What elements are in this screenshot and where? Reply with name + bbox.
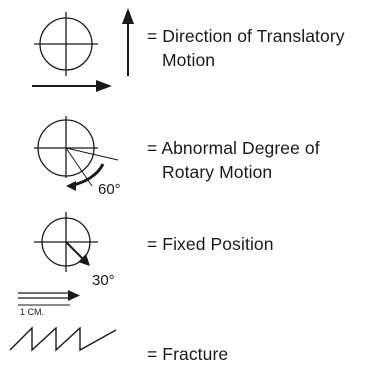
description-line: = Direction of Translatory xyxy=(147,26,345,46)
rotation-angle-icon xyxy=(65,147,119,191)
fracture-description: = Fracture xyxy=(147,342,228,366)
rotary-motion-symbol: 60° xyxy=(34,116,121,198)
crosshair-circle-icon xyxy=(34,116,98,178)
description-line: = Abnormal Degree of xyxy=(147,138,320,158)
description-line: = Fracture xyxy=(147,344,229,364)
description-line: Rotary Motion xyxy=(162,162,273,182)
rotary-motion-description: = Abnormal Degree of Rotary Motion xyxy=(147,136,320,184)
translatory-motion-description: = Direction of Translatory Motion xyxy=(147,24,345,72)
description-line: = Fixed Position xyxy=(147,234,274,254)
fixed-position-symbol: 30° 1 CM. xyxy=(18,212,115,317)
crosshair-circle-icon xyxy=(34,12,98,76)
fixed-position-description: = Fixed Position xyxy=(147,232,274,256)
fixed-angle-arrow-icon xyxy=(65,241,90,266)
scale-arrow-icon xyxy=(18,290,80,306)
scale-label: 1 CM. xyxy=(20,307,44,317)
fixed-angle-label: 30° xyxy=(92,272,115,289)
rotation-angle-label: 60° xyxy=(98,181,121,198)
horizontal-arrow-icon xyxy=(32,80,112,92)
translatory-motion-symbol xyxy=(32,8,134,92)
fracture-zigzag-icon xyxy=(9,326,117,352)
description-line: Motion xyxy=(162,50,216,70)
vertical-arrow-icon xyxy=(122,8,134,76)
